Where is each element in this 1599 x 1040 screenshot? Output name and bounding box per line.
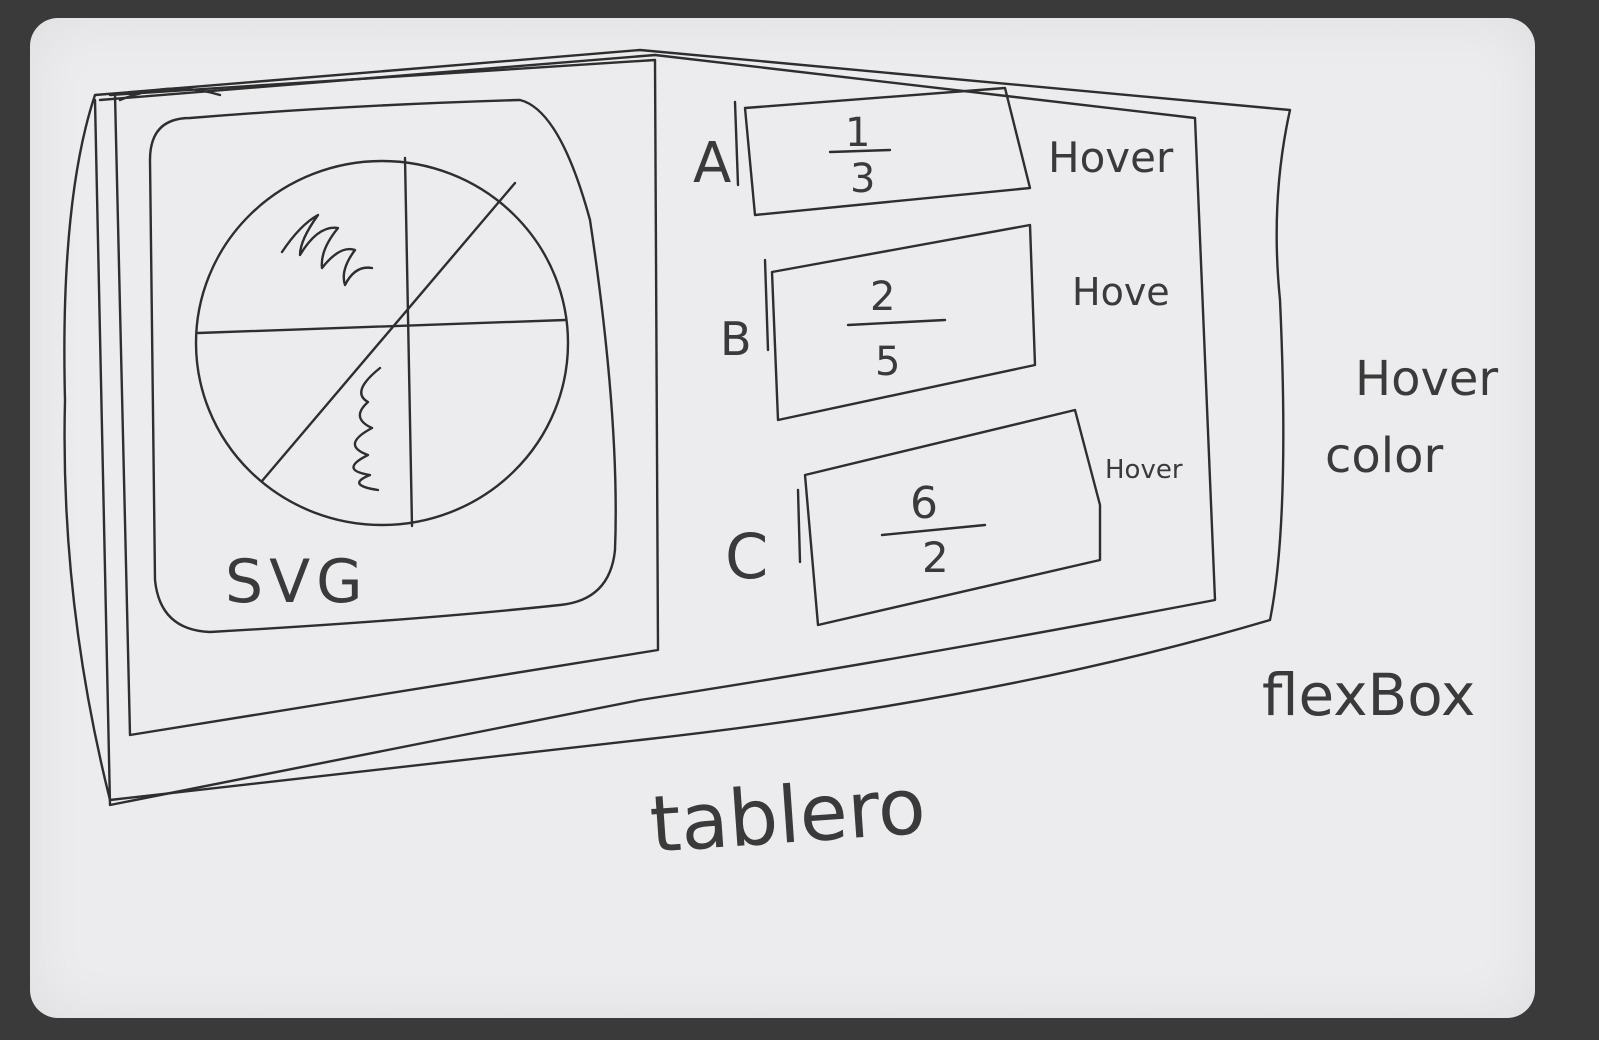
card-c-box[interactable] <box>803 408 1102 627</box>
board-outer-outline-2 <box>93 53 1217 807</box>
card-b-marker <box>763 258 770 352</box>
card-b-fraction-bar <box>846 318 947 327</box>
card-a-box[interactable] <box>743 86 1032 217</box>
color-note-line: color <box>1325 428 1443 484</box>
pie-chart <box>194 156 570 528</box>
card-c-numerator: 6 <box>910 478 938 529</box>
card-c-hover-label: Hover <box>1105 455 1183 485</box>
card-a-marker <box>733 100 740 187</box>
card-c-marker <box>796 488 802 564</box>
board-outer-outline <box>63 48 1292 802</box>
card-a[interactable]: A 1 3 Hover <box>693 86 1174 217</box>
card-b-denominator: 5 <box>875 339 900 385</box>
card-b-box[interactable] <box>770 223 1037 422</box>
pie-slice-divider-vertical <box>403 156 414 528</box>
card-a-numerator: 1 <box>845 110 870 156</box>
card-b[interactable]: B 2 5 Hove <box>720 223 1170 422</box>
paper-sheet <box>30 18 1535 1018</box>
left-panel-outline <box>108 58 660 737</box>
card-a-fraction-bar <box>828 148 892 154</box>
card-a-hover-label: Hover <box>1048 133 1174 182</box>
card-b-numerator: 2 <box>870 274 895 320</box>
card-c-fraction-bar <box>880 523 987 537</box>
hover-note-line: Hover <box>1355 351 1498 407</box>
card-c-denominator: 2 <box>922 533 949 582</box>
card-c-letter: C <box>725 520 768 593</box>
flexbox-note: flexBox <box>1262 661 1475 729</box>
hover-color-note: Hover color <box>1325 351 1513 484</box>
card-b-letter: B <box>720 312 752 366</box>
svg-panel-label: SVG <box>225 547 369 617</box>
pie-circle <box>194 159 570 527</box>
pie-slice-hatch-top <box>280 213 374 287</box>
pie-slice-divider-diagonal <box>260 181 517 483</box>
card-a-denominator: 3 <box>850 156 875 202</box>
card-a-letter: A <box>693 131 731 196</box>
pie-slice-divider-horizontal <box>196 318 567 335</box>
svg-box-outline <box>148 98 617 634</box>
board-title: tablero <box>647 762 928 871</box>
card-c[interactable]: C 6 2 Hover <box>725 408 1183 627</box>
card-b-hover-label: Hove <box>1072 270 1170 314</box>
pie-slice-hatch-bottom <box>352 366 382 492</box>
